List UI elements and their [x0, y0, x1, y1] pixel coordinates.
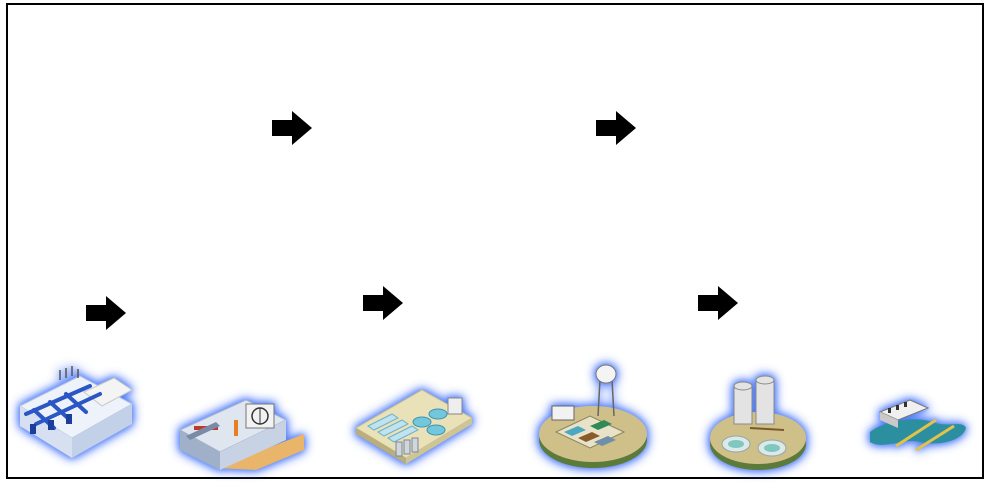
arrow-right-icon [698, 286, 738, 320]
arrow-right-icon [272, 111, 312, 145]
arrow-right-icon [596, 111, 636, 145]
arrow-right-icon [86, 296, 126, 330]
outfall-channel-icon [870, 399, 966, 452]
water-tower-plant-icon [539, 364, 647, 468]
arrow-right-icon [363, 286, 403, 320]
diagram-frame [6, 3, 984, 479]
treatment-plant-icon [355, 389, 473, 464]
digester-clarifier-plant-icon [710, 375, 806, 470]
grit-chamber-icon [178, 399, 304, 470]
intake-pump-station-icon [18, 366, 134, 458]
